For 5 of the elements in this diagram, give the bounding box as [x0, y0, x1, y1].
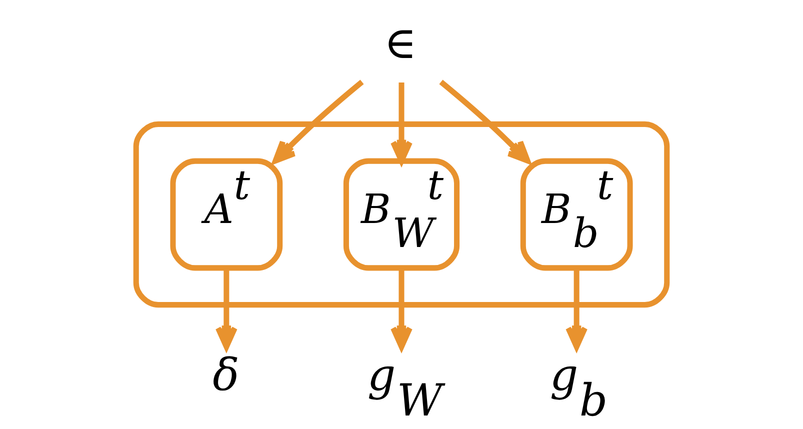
arrow	[272, 80, 364, 164]
cluster	[133, 121, 670, 308]
node-text: ∈	[384, 18, 417, 70]
node-text: δ	[212, 350, 240, 401]
arrow	[439, 80, 530, 164]
